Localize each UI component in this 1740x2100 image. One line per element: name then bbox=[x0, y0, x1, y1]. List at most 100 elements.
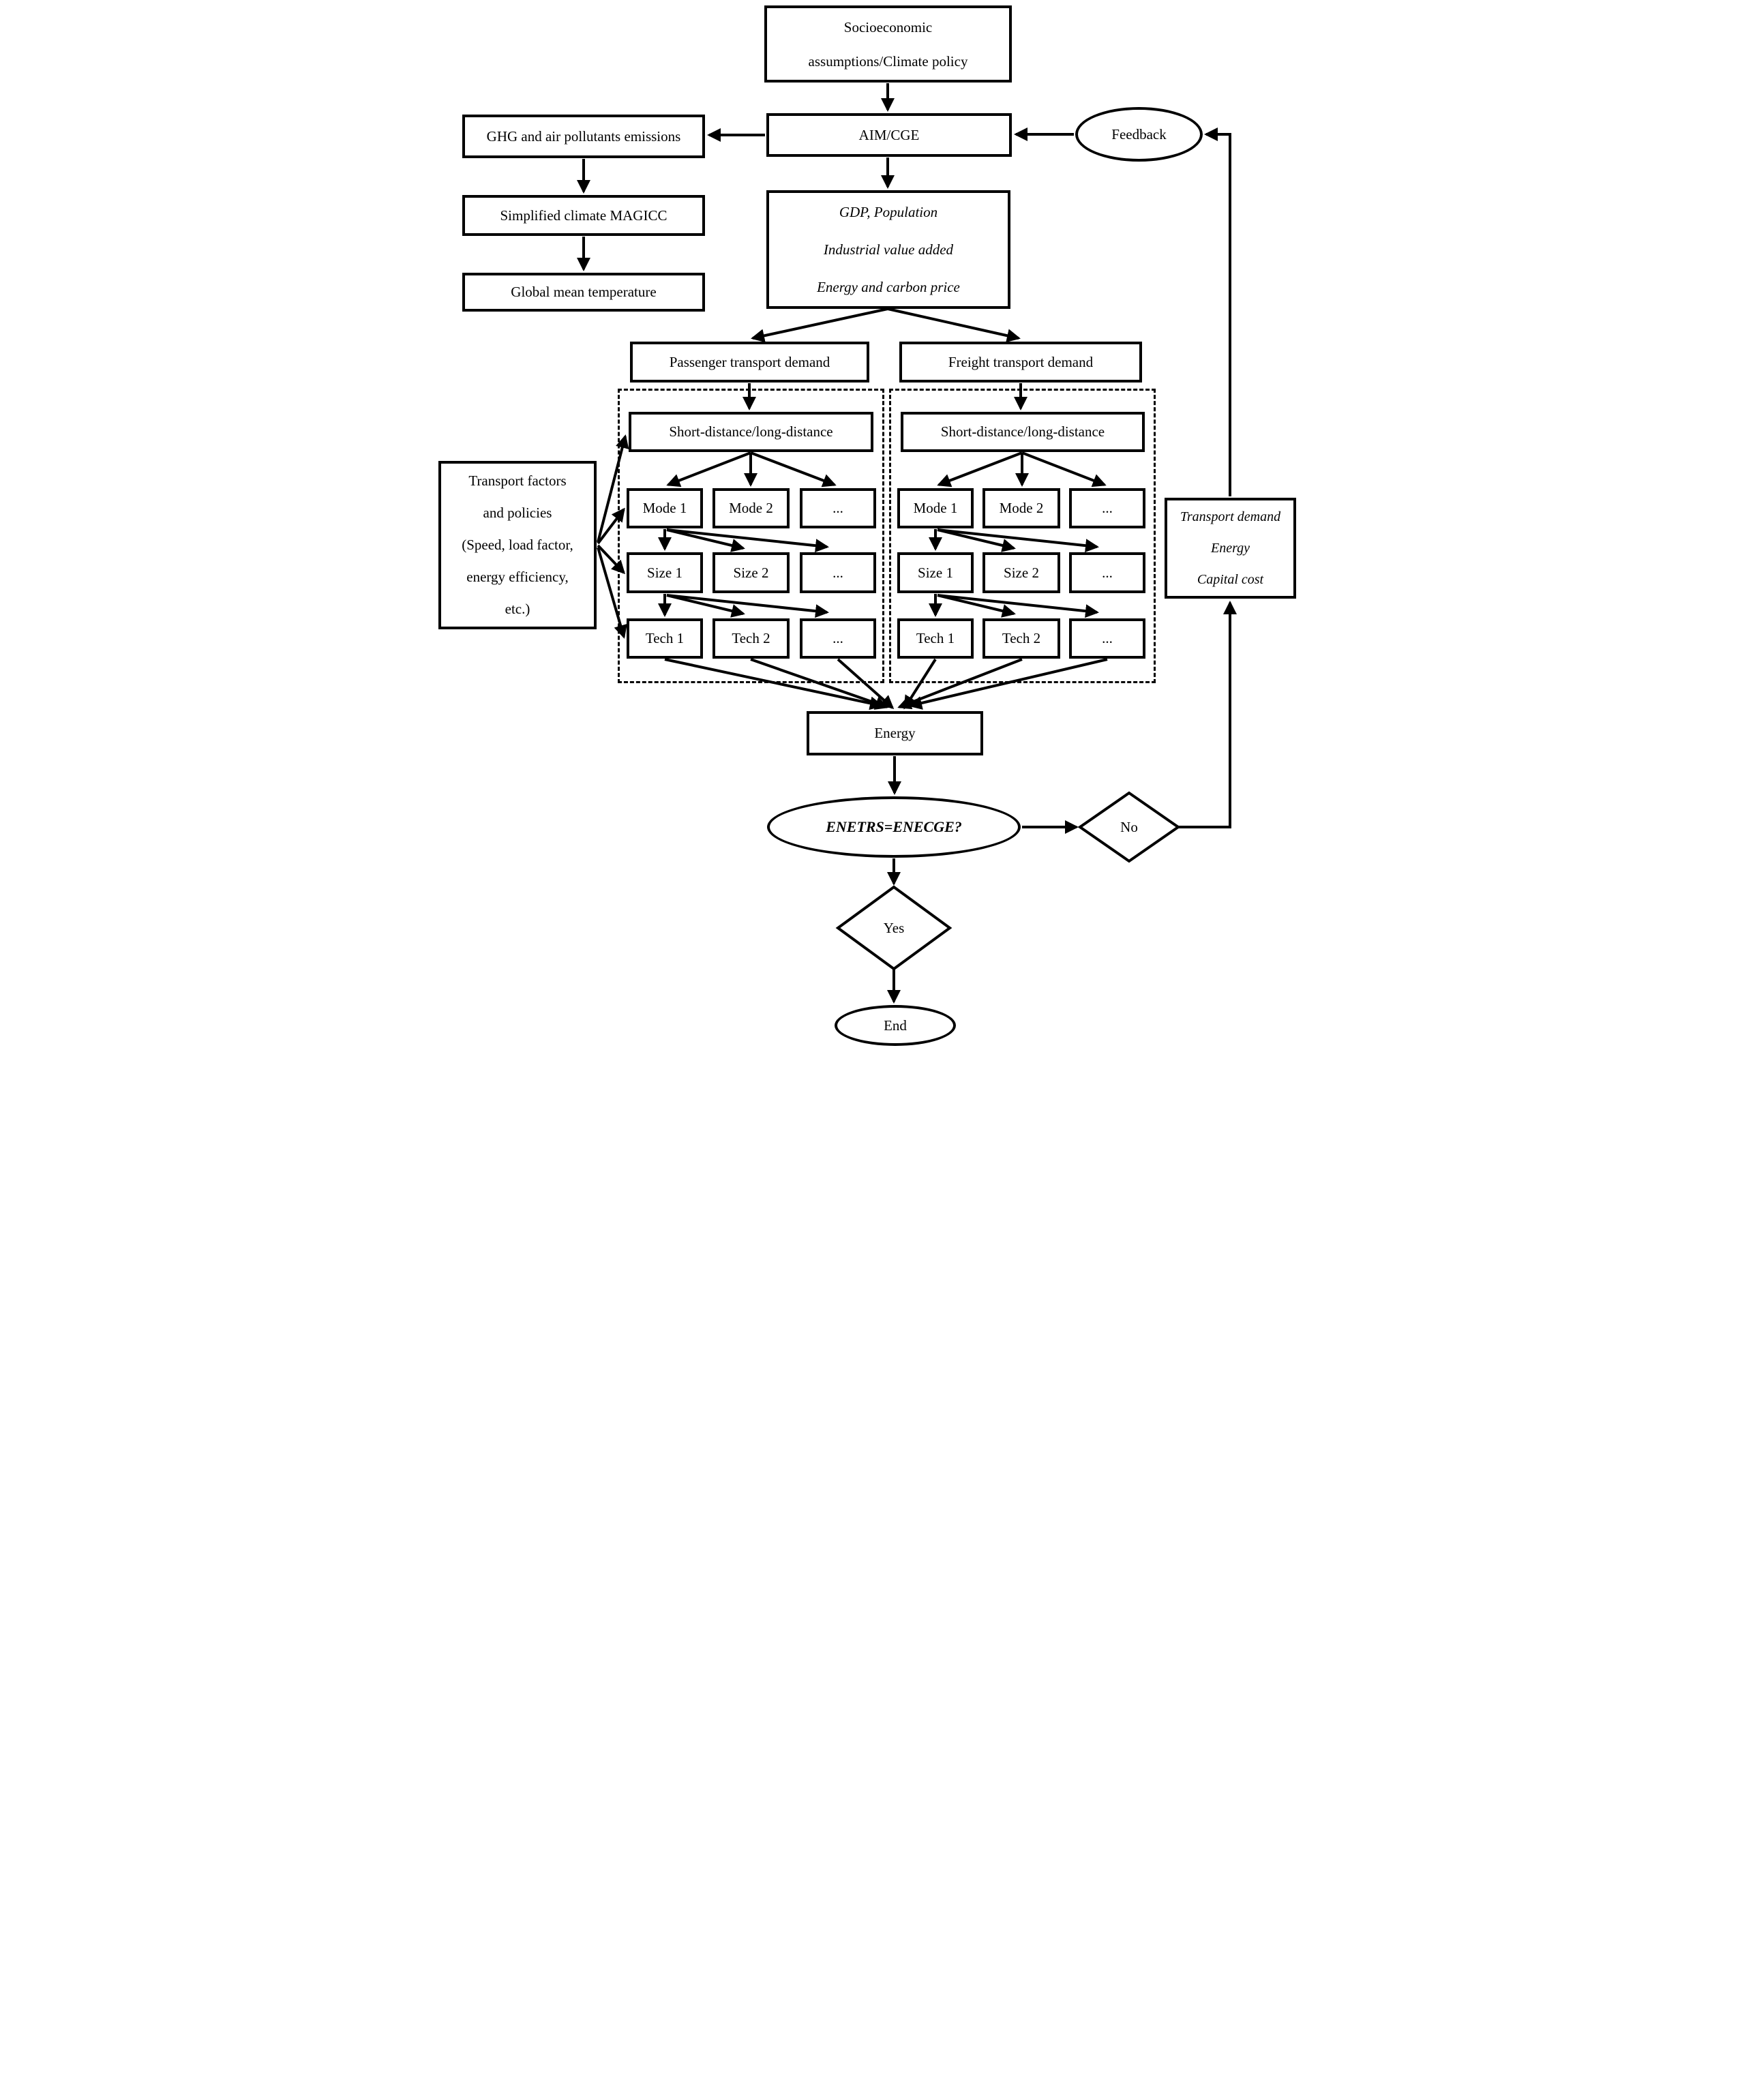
node-socioeconomic-label: Socioeconomic assumptions/Climate policy bbox=[808, 18, 968, 70]
passenger-size2-label: Size 2 bbox=[733, 564, 769, 581]
edge-fmode1-to-size-more bbox=[937, 528, 1099, 553]
node-feedback: Feedback bbox=[1075, 107, 1203, 162]
freight-size2-label: Size 2 bbox=[1004, 564, 1039, 581]
freight-tech1-box: Tech 1 bbox=[897, 618, 974, 659]
node-passenger-transport-demand-label: Passenger transport demand bbox=[669, 353, 830, 370]
edge-psize1-to-tech2 bbox=[666, 594, 745, 618]
freight-size-more-label: ... bbox=[1102, 564, 1113, 581]
passenger-submodel-dashed-container bbox=[618, 389, 884, 683]
edge-outputs-to-feedback bbox=[1204, 127, 1231, 496]
passenger-mode-more-box: ... bbox=[800, 488, 876, 528]
node-freight-distance-label: Short-distance/long-distance bbox=[940, 423, 1105, 440]
node-end: End bbox=[835, 1005, 956, 1046]
freight-tech2-label: Tech 2 bbox=[1002, 630, 1041, 647]
freight-size2-box: Size 2 bbox=[982, 552, 1060, 593]
node-socioeconomic: Socioeconomic assumptions/Climate policy bbox=[764, 5, 1012, 82]
edge-factors-to-tech1 bbox=[597, 547, 627, 639]
freight-tech-more-label: ... bbox=[1102, 630, 1113, 647]
edge-pdistance-to-mode-more bbox=[750, 451, 837, 487]
edge-fsize1-to-tech-more bbox=[937, 594, 1099, 618]
freight-submodel-dashed-container bbox=[889, 389, 1156, 683]
edge-factors-to-mode1 bbox=[597, 507, 625, 545]
passenger-tech-more-box: ... bbox=[800, 618, 876, 659]
yes-diamond-shape bbox=[835, 885, 952, 971]
passenger-tech-more-label: ... bbox=[832, 630, 843, 647]
edge-ptech1-to-energy bbox=[664, 658, 884, 710]
passenger-mode2-box: Mode 2 bbox=[712, 488, 790, 528]
flowchart-canvas: Socioeconomic assumptions/Climate policy… bbox=[435, 0, 1305, 1050]
node-feedback-label: Feedback bbox=[1111, 125, 1167, 142]
node-convergence-check: ENETRS=ENECGE? bbox=[767, 796, 1021, 858]
edge-no-to-outputs bbox=[1177, 601, 1237, 828]
passenger-mode1-label: Mode 1 bbox=[642, 500, 687, 517]
passenger-tech2-box: Tech 2 bbox=[712, 618, 790, 659]
freight-tech-more-box: ... bbox=[1069, 618, 1145, 659]
node-energy: Energy bbox=[807, 711, 983, 755]
node-freight-transport-demand: Freight transport demand bbox=[899, 342, 1142, 382]
connector-layer bbox=[577, 83, 1237, 1004]
edge-fsize1-to-tech2 bbox=[937, 594, 1016, 618]
edge-fdistance-to-mode-more bbox=[1021, 451, 1107, 487]
edge-factors-to-distance bbox=[597, 434, 629, 543]
passenger-tech1-label: Tech 1 bbox=[645, 630, 685, 647]
freight-size-more-box: ... bbox=[1069, 552, 1145, 593]
passenger-mode-more-label: ... bbox=[832, 500, 843, 517]
node-simplified-climate-magicc: Simplified climate MAGICC bbox=[462, 195, 705, 236]
node-passenger-distance: Short-distance/long-distance bbox=[629, 412, 873, 452]
node-aim-cge-label: AIM/CGE bbox=[858, 126, 920, 143]
node-simplified-climate-magicc-label: Simplified climate MAGICC bbox=[500, 207, 668, 224]
edge-pdistance-to-mode1 bbox=[666, 451, 751, 487]
passenger-size2-box: Size 2 bbox=[712, 552, 790, 593]
node-no-label-wrap: No bbox=[1102, 816, 1156, 838]
passenger-size-more-label: ... bbox=[832, 564, 843, 581]
passenger-tech2-label: Tech 2 bbox=[732, 630, 770, 647]
node-transport-factors: Transport factors and policies (Speed, l… bbox=[438, 461, 597, 629]
node-no-label: No bbox=[1120, 818, 1138, 835]
passenger-size-more-box: ... bbox=[800, 552, 876, 593]
edge-gdp-to-passenger bbox=[751, 308, 888, 343]
edge-ftech-more-to-energy bbox=[908, 658, 1108, 710]
edge-factors-to-size1 bbox=[597, 544, 626, 575]
passenger-size1-label: Size 1 bbox=[647, 564, 682, 581]
node-ghg-emissions-label: GHG and air pollutants emissions bbox=[486, 127, 681, 145]
freight-mode-more-label: ... bbox=[1102, 500, 1113, 517]
edge-gdp-to-freight bbox=[887, 308, 1021, 343]
edge-ptech2-to-energy bbox=[750, 658, 889, 710]
node-global-mean-temperature-label: Global mean temperature bbox=[511, 284, 657, 301]
freight-size1-box: Size 1 bbox=[897, 552, 974, 593]
edge-pmode1-to-size-more bbox=[666, 528, 829, 553]
freight-size1-label: Size 1 bbox=[918, 564, 953, 581]
passenger-size1-box: Size 1 bbox=[627, 552, 703, 593]
node-freight-distance: Short-distance/long-distance bbox=[901, 412, 1145, 452]
passenger-mode1-box: Mode 1 bbox=[627, 488, 703, 528]
freight-mode2-label: Mode 2 bbox=[999, 500, 1044, 517]
edge-pmode1-to-size2 bbox=[666, 528, 745, 552]
passenger-tech1-box: Tech 1 bbox=[627, 618, 703, 659]
node-gdp-population: GDP, Population Industrial value added E… bbox=[766, 190, 1010, 309]
node-yes-label-wrap: Yes bbox=[867, 917, 921, 939]
node-ghg-emissions: GHG and air pollutants emissions bbox=[462, 115, 705, 158]
node-energy-label: Energy bbox=[874, 725, 916, 742]
freight-tech2-box: Tech 2 bbox=[982, 618, 1060, 659]
node-transport-outputs-label: Transport demand Energy Capital cost bbox=[1180, 509, 1281, 587]
freight-mode2-box: Mode 2 bbox=[982, 488, 1060, 528]
passenger-mode2-label: Mode 2 bbox=[729, 500, 773, 517]
freight-mode1-box: Mode 1 bbox=[897, 488, 974, 528]
freight-tech1-label: Tech 1 bbox=[916, 630, 955, 647]
freight-mode1-label: Mode 1 bbox=[913, 500, 958, 517]
node-convergence-check-label: ENETRS=ENECGE? bbox=[826, 818, 962, 835]
edge-psize1-to-tech-more bbox=[666, 594, 829, 618]
no-diamond-shape bbox=[1077, 791, 1181, 863]
node-global-mean-temperature: Global mean temperature bbox=[462, 273, 705, 312]
node-gdp-population-label: GDP, Population Industrial value added E… bbox=[817, 203, 960, 295]
edge-fmode1-to-size2 bbox=[937, 528, 1016, 552]
node-passenger-transport-demand: Passenger transport demand bbox=[630, 342, 869, 382]
node-yes-label: Yes bbox=[883, 919, 905, 936]
freight-mode-more-box: ... bbox=[1069, 488, 1145, 528]
node-end-label: End bbox=[884, 1017, 907, 1034]
edge-ptech-more-to-energy bbox=[837, 658, 895, 709]
node-transport-outputs: Transport demand Energy Capital cost bbox=[1165, 498, 1296, 599]
edge-fdistance-to-mode1 bbox=[937, 451, 1023, 487]
node-passenger-distance-label: Short-distance/long-distance bbox=[669, 423, 833, 440]
node-transport-factors-label: Transport factors and policies (Speed, l… bbox=[462, 472, 573, 617]
